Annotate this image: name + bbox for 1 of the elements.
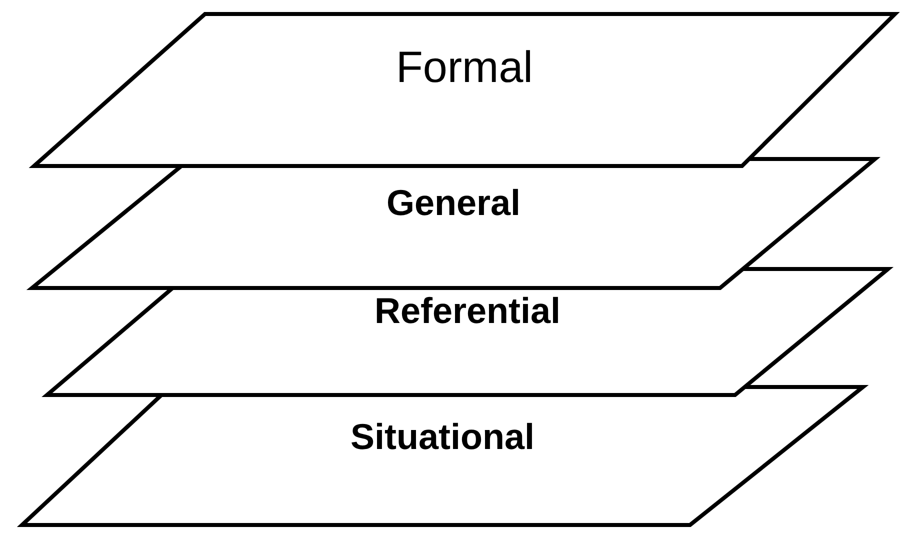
layer-label: Formal xyxy=(396,42,533,94)
